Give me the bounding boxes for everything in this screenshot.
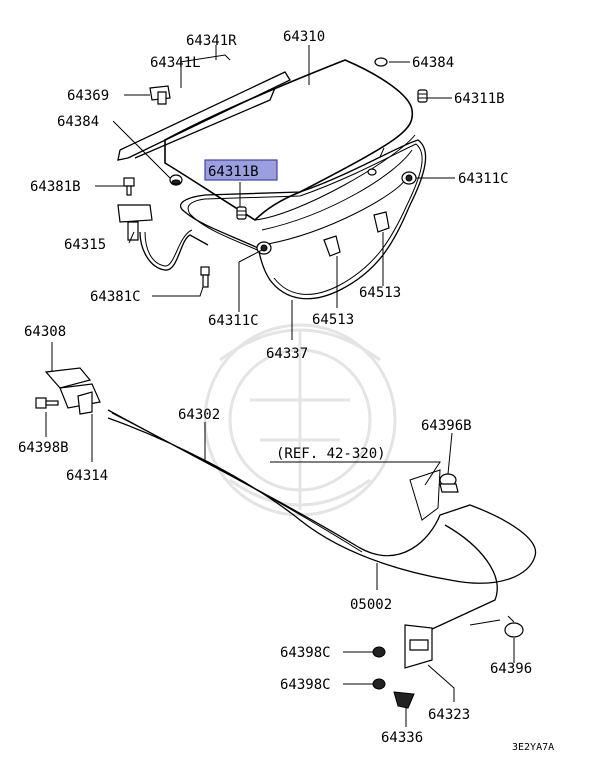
weatherstrip-64337	[180, 139, 427, 300]
label-64398C-top[interactable]: 64398C	[280, 645, 331, 661]
label-05002[interactable]: 05002	[350, 597, 392, 613]
label-ref-42-320: (REF. 42-320)	[276, 446, 386, 462]
part-64323-release	[404, 624, 433, 669]
part-64398B-bolt	[35, 397, 59, 409]
part-64369-clip	[149, 85, 171, 105]
leader-lines	[45, 45, 515, 727]
part-64336-handle	[393, 691, 415, 709]
part-64396B-clip	[439, 473, 459, 493]
label-64396B[interactable]: 64396B	[421, 418, 472, 434]
label-64336[interactable]: 64336	[381, 730, 423, 746]
torsion-bars	[117, 54, 291, 161]
label-64311B-right[interactable]: 64311B	[454, 91, 505, 107]
part-64398C-bolts	[372, 646, 386, 690]
label-64381B[interactable]: 64381B	[30, 179, 81, 195]
label-64314[interactable]: 64314	[66, 468, 108, 484]
part-64381C-bolt	[200, 266, 210, 288]
label-64369[interactable]: 64369	[67, 88, 109, 104]
label-64513-right[interactable]: 64513	[359, 285, 401, 301]
label-64384-left[interactable]: 64384	[57, 114, 99, 130]
part-64381B-bolt	[123, 177, 135, 196]
label-64337[interactable]: 64337	[266, 346, 308, 362]
part-64513-clips	[323, 211, 390, 257]
part-64311C-right	[401, 171, 417, 185]
ref-outline	[409, 469, 441, 521]
part-64311C-bottom	[256, 241, 272, 255]
label-64310[interactable]: 64310	[283, 29, 325, 45]
label-64311C-bottom[interactable]: 64311C	[208, 313, 259, 329]
highlight-box-64311B	[204, 159, 278, 181]
part-64384-bumper-top	[374, 57, 388, 67]
label-64308[interactable]: 64308	[24, 324, 66, 340]
part-labels: 64341R 64341L 64310 64384 64311B 64369 6…	[18, 29, 554, 753]
label-64341R[interactable]: 64341R	[186, 33, 237, 49]
label-64398C-bottom[interactable]: 64398C	[280, 677, 331, 693]
label-64341L[interactable]: 64341L	[150, 55, 201, 71]
label-64315[interactable]: 64315	[64, 237, 106, 253]
label-64311B-highlighted[interactable]: 64311B	[208, 164, 259, 180]
label-64398B[interactable]: 64398B	[18, 440, 69, 456]
part-64311B-center	[236, 206, 247, 220]
part-64396-clip	[504, 615, 524, 638]
label-64323[interactable]: 64323	[428, 707, 470, 723]
label-64384-top[interactable]: 64384	[412, 55, 454, 71]
part-64308-latch	[44, 367, 101, 415]
label-64513-mid[interactable]: 64513	[312, 312, 354, 328]
label-64381C[interactable]: 64381C	[90, 289, 141, 305]
part-64315-lock-assy	[117, 204, 209, 271]
part-64311B-top	[417, 89, 428, 103]
label-64302[interactable]: 64302	[178, 407, 220, 423]
release-cables	[107, 409, 537, 631]
label-64396[interactable]: 64396	[490, 661, 532, 677]
diagram-code: 3E2YA7A	[512, 742, 554, 753]
label-64311C-right[interactable]: 64311C	[458, 171, 509, 187]
part-64384-bumper	[169, 174, 183, 186]
